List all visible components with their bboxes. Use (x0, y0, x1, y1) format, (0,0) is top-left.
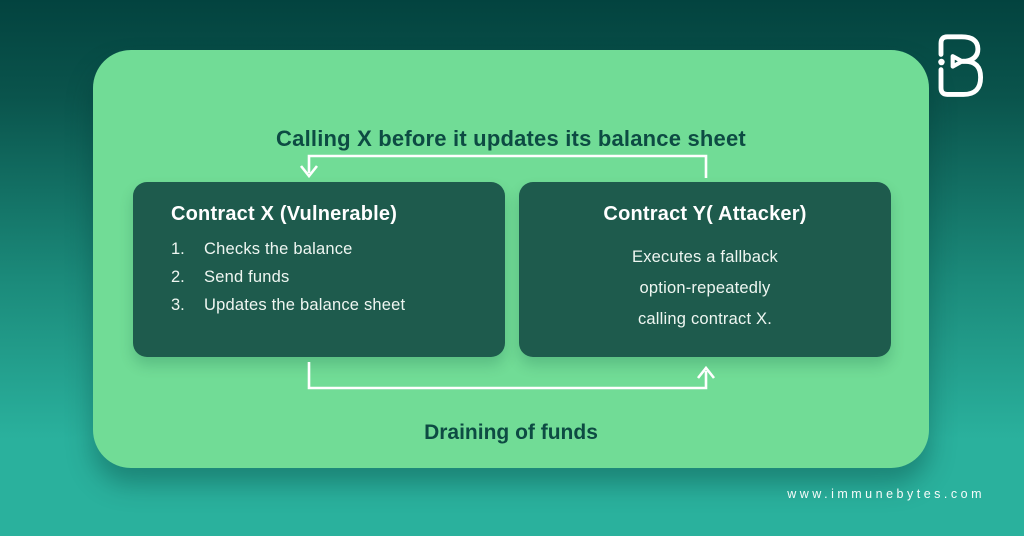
step-text: Checks the balance (204, 240, 353, 258)
draining-of-funds-label: Draining of funds (424, 421, 598, 444)
step-number: 1. (171, 240, 185, 258)
list-item: 1. Checks the balance (171, 240, 487, 259)
immunebytes-logo-icon (932, 29, 986, 105)
contract-y-description-line: Executes a fallback (632, 248, 778, 266)
step-text: Send funds (204, 268, 290, 286)
list-item: 2. Send funds (171, 268, 487, 287)
step-number: 2. (171, 268, 185, 286)
list-item: 3. Updates the balance sheet (171, 296, 487, 315)
contract-x-title: Contract X (Vulnerable) (171, 203, 398, 225)
step-number: 3. (171, 296, 185, 314)
contract-y-description-line: calling contract X. (637, 310, 773, 328)
diagram-title: Calling X before it updates its balance … (276, 126, 746, 151)
website-url: www.immunebytes.com (787, 487, 985, 501)
contract-y-box: Contract Y( Attacker) Executes a fallbac… (519, 182, 891, 357)
step-text: Updates the balance sheet (204, 296, 406, 314)
contract-y-title: Contract Y( Attacker) (603, 203, 807, 225)
diagram-card: Calling X before it updates its balance … (93, 50, 929, 468)
contract-x-box: Contract X (Vulnerable) 1. Checks the ba… (133, 182, 505, 357)
contract-y-description-line: option-repeatedly (639, 279, 771, 297)
